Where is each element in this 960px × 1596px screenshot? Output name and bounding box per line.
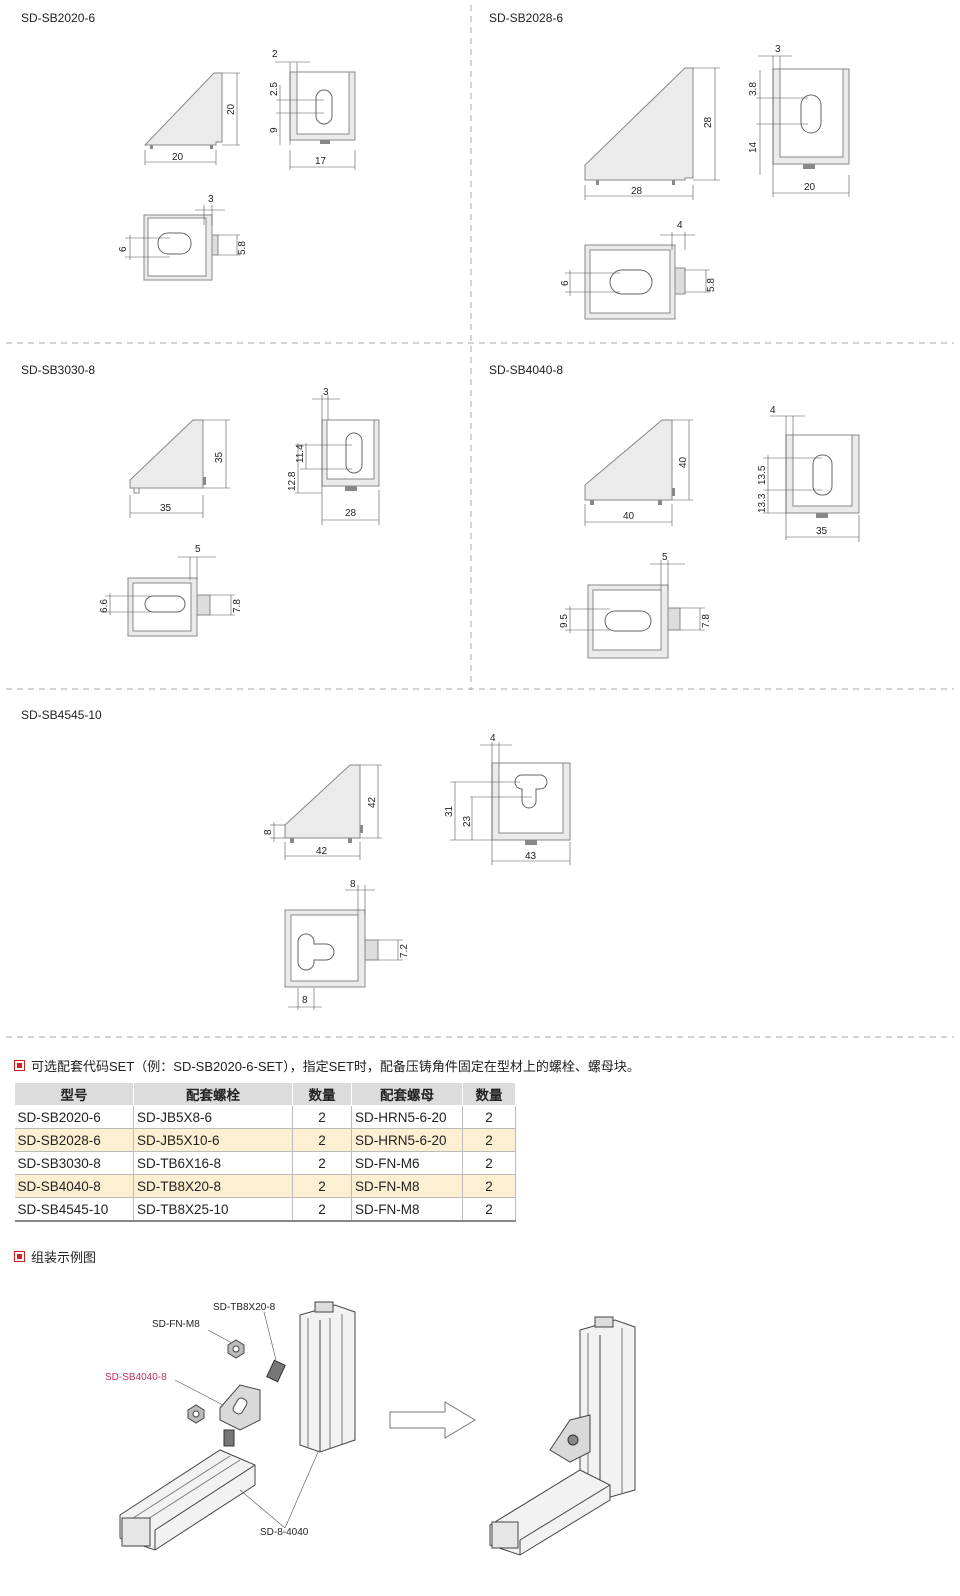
label-profile: SD-8-4040: [260, 1527, 309, 1538]
top-view: 5 6.6 7.8: [99, 544, 243, 637]
svg-text:40: 40: [678, 456, 689, 468]
svg-text:3: 3: [323, 387, 329, 398]
svg-text:31: 31: [444, 805, 455, 817]
svg-text:23: 23: [462, 815, 473, 827]
grid-dividers: [6, 5, 954, 1038]
svg-text:5: 5: [662, 552, 668, 563]
top-view: 5 9.5 7.8: [559, 552, 712, 659]
drawing-sb2020: 20 20 2 2.5 9 17 3 6: [118, 49, 356, 281]
front-view: 3 11.4 12.8 28: [287, 387, 380, 525]
table-row: SD-SB2028-6 SD-JB5X10-6 2 SD-HRN5-6-20 2: [14, 1128, 516, 1152]
model-title-sb2028: SD-SB2028-6: [489, 11, 564, 25]
svg-text:42: 42: [367, 796, 378, 808]
table-header: 型号 配套螺栓 数量 配套螺母 数量: [14, 1082, 516, 1106]
model-title-sb4040: SD-SB4040-8: [489, 363, 564, 377]
svg-text:2.5: 2.5: [269, 82, 280, 96]
svg-text:8: 8: [350, 879, 356, 890]
model-title-sb2020: SD-SB2020-6: [21, 11, 96, 25]
assembly-illustration: SD-TB8X20-8 SD-FN-M8 SD-SB4040-8 SD-8-40…: [105, 1301, 636, 1556]
svg-text:5.8: 5.8: [706, 278, 717, 292]
front-view: 3 3.8 14 20: [748, 44, 850, 197]
top-view: 3 6 5.8: [118, 194, 248, 281]
dim-width: 20: [172, 152, 184, 163]
side-view: 28 28: [584, 67, 720, 200]
table-row: SD-SB3030-8 SD-TB6X16-8 2 SD-FN-M6 2: [14, 1151, 516, 1175]
svg-text:4: 4: [490, 733, 496, 744]
side-view: 8 42 42: [263, 764, 382, 860]
svg-text:7.2: 7.2: [399, 944, 410, 958]
svg-text:6: 6: [118, 246, 129, 252]
front-view: 4 13.5 13.3 35: [757, 405, 860, 542]
svg-text:13.3: 13.3: [757, 493, 768, 513]
svg-text:40: 40: [623, 511, 635, 522]
drawing-sb3030: 35 35 3 11.4 12.8 28 5 6.: [99, 387, 380, 637]
side-view: 35 35: [129, 419, 230, 518]
front-view: 2 2.5 9 17: [269, 49, 356, 170]
label-nut: SD-FN-M8: [152, 1319, 200, 1330]
svg-text:4: 4: [770, 405, 776, 416]
svg-text:6.6: 6.6: [99, 599, 110, 613]
bullet-icon: [14, 1251, 25, 1262]
arrow-right-icon: [389, 1401, 476, 1439]
accessory-table: 型号 配套螺栓 数量 配套螺母 数量 SD-SB2020-6 SD-JB5X8-…: [14, 1082, 516, 1222]
svg-text:2: 2: [272, 49, 278, 60]
svg-text:17: 17: [315, 156, 327, 167]
bolt-icon: [266, 1359, 286, 1383]
svg-text:7.8: 7.8: [232, 599, 243, 613]
front-view: 4 31 23 43: [444, 733, 571, 865]
drawing-sb4040: 40 40 4 13.5 13.3 35 5 9.5: [559, 405, 860, 659]
table-row: SD-SB4040-8 SD-TB8X20-8 2 SD-FN-M8 2: [14, 1174, 516, 1198]
set-note-text: 可选配套代码SET（例：SD-SB2020-6-SET），指定SET时，配备压铸…: [31, 1059, 640, 1074]
drawing-sb2028: 28 28 3 3.8 14 20 4 6: [560, 44, 850, 320]
svg-text:9.5: 9.5: [559, 614, 570, 628]
side-view: 40 40: [584, 419, 693, 526]
assembly-heading: 组装示例图: [14, 1247, 96, 1266]
profile-vertical: [299, 1301, 356, 1453]
model-title-sb3030: SD-SB3030-8: [21, 363, 96, 377]
assembled-result: [489, 1316, 636, 1556]
top-view: 8 7.2 8: [284, 879, 410, 1010]
side-view: 20 20: [143, 72, 240, 165]
table-row: SD-SB2020-6 SD-JB5X8-6 2 SD-HRN5-6-20 2: [14, 1105, 516, 1129]
bullet-icon: [14, 1060, 25, 1071]
svg-text:3: 3: [775, 44, 781, 55]
bracket-icon: [219, 1384, 261, 1431]
svg-text:3.8: 3.8: [748, 82, 759, 96]
profile-horizontal: [119, 1449, 256, 1551]
bolt-icon-2: [223, 1429, 235, 1447]
svg-text:14: 14: [748, 141, 759, 153]
svg-text:8: 8: [302, 995, 308, 1006]
svg-text:7.8: 7.8: [701, 614, 712, 628]
svg-text:3: 3: [208, 194, 214, 205]
svg-text:28: 28: [703, 116, 714, 128]
svg-text:42: 42: [316, 846, 328, 857]
svg-text:28: 28: [631, 186, 643, 197]
svg-text:35: 35: [160, 503, 172, 514]
svg-text:8: 8: [263, 829, 274, 835]
label-bracket: SD-SB4040-8: [105, 1372, 167, 1383]
table-row: SD-SB4545-10 SD-TB8X25-10 2 SD-FN-M8 2: [14, 1197, 516, 1222]
svg-text:13.5: 13.5: [757, 465, 768, 485]
svg-text:35: 35: [214, 451, 225, 463]
svg-text:11.4: 11.4: [295, 444, 306, 463]
set-note: 可选配套代码SET（例：SD-SB2020-6-SET），指定SET时，配备压铸…: [14, 1056, 640, 1075]
svg-text:35: 35: [816, 526, 828, 537]
svg-text:43: 43: [525, 851, 537, 862]
svg-text:9: 9: [269, 127, 280, 133]
drawing-sb4545: 8 42 42 4 31 23 43 8: [263, 733, 571, 1010]
top-view: 4 6 5.8: [560, 220, 717, 320]
svg-text:5: 5: [195, 544, 201, 555]
svg-text:5.8: 5.8: [237, 241, 248, 255]
svg-text:6: 6: [560, 280, 571, 286]
svg-text:12.8: 12.8: [287, 471, 298, 491]
model-title-sb4545: SD-SB4545-10: [21, 708, 102, 722]
svg-text:4: 4: [677, 220, 683, 231]
label-bolt: SD-TB8X20-8: [213, 1302, 276, 1313]
dim-height: 20: [226, 103, 237, 115]
svg-text:28: 28: [345, 508, 357, 519]
svg-text:20: 20: [804, 182, 816, 193]
